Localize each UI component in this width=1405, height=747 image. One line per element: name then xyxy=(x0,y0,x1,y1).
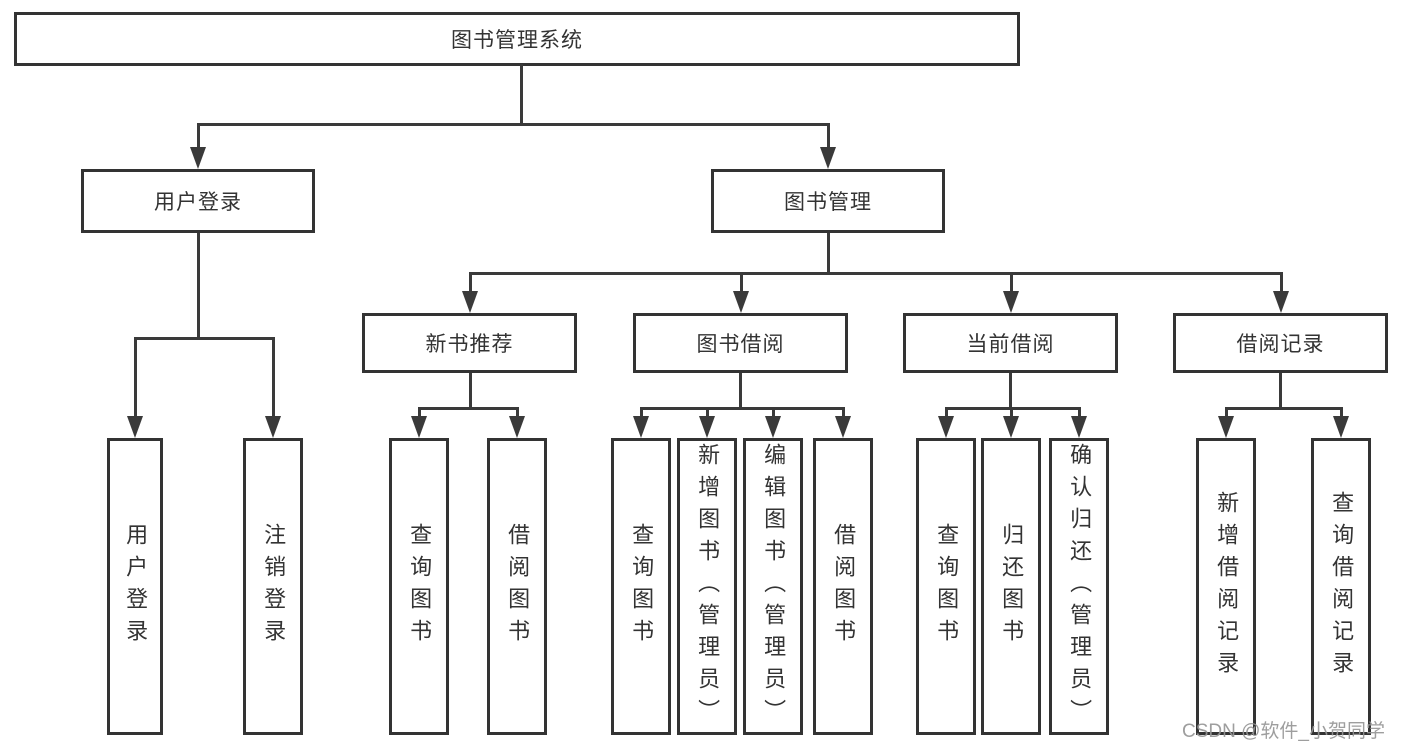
arrowhead-new-books xyxy=(462,291,478,313)
connector-bookmgmt-stem xyxy=(827,233,830,275)
leaf-borrow-edit-admin: 编辑图书（管理员） xyxy=(743,438,803,735)
arrowhead-nb-borrow xyxy=(509,416,525,438)
node-new-books: 新书推荐 xyxy=(362,313,577,373)
connector-userlogin-stem xyxy=(197,233,200,339)
arrowhead-cb-confirm xyxy=(1071,416,1087,438)
connector-drop-bb-borrow xyxy=(842,407,845,419)
connector-currentborrow-hbar xyxy=(945,407,1081,410)
arrowhead-rec-add xyxy=(1218,416,1234,438)
arrowhead-cb-query xyxy=(938,416,954,438)
leaf-borrow-edit-admin-label: 编辑图书（管理员） xyxy=(761,442,787,731)
node-borrow-records-label: 借阅记录 xyxy=(1236,333,1325,356)
arrowhead-book-borrow xyxy=(733,291,749,313)
connector-newbooks-hbar xyxy=(418,407,519,410)
leaf-current-query-label: 查询图书 xyxy=(934,522,960,651)
connector-drop-borrow-records xyxy=(1280,272,1283,294)
connector-root-stem xyxy=(520,64,523,125)
connector-drop-nb-borrow xyxy=(516,407,519,419)
connector-drop-cb-return xyxy=(1010,407,1013,419)
connector-drop-user-login xyxy=(197,123,200,151)
arrowhead-rec-query xyxy=(1333,416,1349,438)
leaf-logout: 注销登录 xyxy=(243,438,303,735)
leaf-current-confirm-admin-label: 确认归还（管理员） xyxy=(1067,442,1093,731)
arrowhead-cb-return xyxy=(1003,416,1019,438)
leaf-current-return-label: 归还图书 xyxy=(999,522,1025,651)
leaf-records-add-label: 新增借阅记录 xyxy=(1214,490,1240,683)
connector-drop-bb-add xyxy=(706,407,709,419)
node-book-borrow-label: 图书借阅 xyxy=(696,333,785,356)
connector-drop-bb-edit xyxy=(772,407,775,419)
node-new-books-label: 新书推荐 xyxy=(425,333,514,356)
arrowhead-bb-add xyxy=(699,416,715,438)
node-borrow-records: 借阅记录 xyxy=(1173,313,1388,373)
connector-currentborrow-stem xyxy=(1009,373,1012,410)
node-root-system: 图书管理系统 xyxy=(14,12,1020,66)
connector-drop-rec-add xyxy=(1225,407,1228,419)
connector-drop-book-mgmt xyxy=(827,123,830,151)
arrowhead-book-mgmt xyxy=(820,147,836,169)
arrowhead-bb-edit xyxy=(765,416,781,438)
node-current-borrow-label: 当前借阅 xyxy=(966,333,1055,356)
connector-drop-bb-query xyxy=(640,407,643,419)
connector-root-hbar xyxy=(197,123,830,126)
arrowhead-bb-borrow xyxy=(835,416,851,438)
leaf-newbooks-query-label: 查询图书 xyxy=(407,522,433,651)
connector-bookborrow-hbar xyxy=(640,407,845,410)
node-book-mgmt-label: 图书管理 xyxy=(784,191,872,214)
connector-records-hbar xyxy=(1225,407,1343,410)
arrowhead-current-borrow xyxy=(1003,291,1019,313)
connector-drop-logout-leaf xyxy=(272,337,275,421)
leaf-borrow-query: 查询图书 xyxy=(611,438,671,735)
node-root-label: 图书管理系统 xyxy=(451,29,583,52)
leaf-newbooks-borrow: 借阅图书 xyxy=(487,438,547,735)
connector-drop-new-books xyxy=(469,272,472,294)
csdn-watermark: CSDN @软件_小贺同学 xyxy=(1182,721,1385,742)
connector-records-stem xyxy=(1279,373,1282,410)
connector-drop-cb-confirm xyxy=(1078,407,1081,419)
connector-drop-cb-query xyxy=(945,407,948,419)
leaf-user-login-label: 用户登录 xyxy=(123,522,149,651)
arrowhead-logout-leaf xyxy=(265,416,281,438)
leaf-current-return: 归还图书 xyxy=(981,438,1041,735)
leaf-logout-label: 注销登录 xyxy=(261,522,287,651)
arrowhead-user-login xyxy=(190,147,206,169)
connector-bookborrow-stem xyxy=(739,373,742,410)
leaf-current-query: 查询图书 xyxy=(916,438,976,735)
leaf-records-query: 查询借阅记录 xyxy=(1311,438,1371,735)
connector-drop-rec-query xyxy=(1340,407,1343,419)
leaf-borrow-add-admin: 新增图书（管理员） xyxy=(677,438,737,735)
arrowhead-bb-query xyxy=(633,416,649,438)
leaf-borrow-borrow-label: 借阅图书 xyxy=(831,522,857,651)
leaf-newbooks-borrow-label: 借阅图书 xyxy=(505,522,531,651)
arrowhead-nb-query xyxy=(411,416,427,438)
connector-drop-book-borrow xyxy=(740,272,743,294)
arrowhead-borrow-records xyxy=(1273,291,1289,313)
leaf-borrow-borrow: 借阅图书 xyxy=(813,438,873,735)
leaf-records-query-label: 查询借阅记录 xyxy=(1329,490,1355,683)
leaf-newbooks-query: 查询图书 xyxy=(389,438,449,735)
node-user-login-module: 用户登录 xyxy=(81,169,315,233)
leaf-records-add: 新增借阅记录 xyxy=(1196,438,1256,735)
connector-drop-current-borrow xyxy=(1010,272,1013,294)
node-user-login-label: 用户登录 xyxy=(154,191,242,214)
connector-userlogin-hbar xyxy=(134,337,275,340)
connector-drop-login-leaf xyxy=(134,337,137,421)
node-current-borrow: 当前借阅 xyxy=(903,313,1118,373)
leaf-borrow-query-label: 查询图书 xyxy=(629,522,655,651)
leaf-borrow-add-admin-label: 新增图书（管理员） xyxy=(695,442,721,731)
connector-drop-nb-query xyxy=(418,407,421,419)
leaf-current-confirm-admin: 确认归还（管理员） xyxy=(1049,438,1109,735)
node-book-mgmt-module: 图书管理 xyxy=(711,169,945,233)
connector-newbooks-stem xyxy=(469,373,472,410)
arrowhead-login-leaf xyxy=(127,416,143,438)
leaf-user-login: 用户登录 xyxy=(107,438,163,735)
connector-bookmgmt-hbar xyxy=(469,272,1283,275)
node-book-borrow: 图书借阅 xyxy=(633,313,848,373)
